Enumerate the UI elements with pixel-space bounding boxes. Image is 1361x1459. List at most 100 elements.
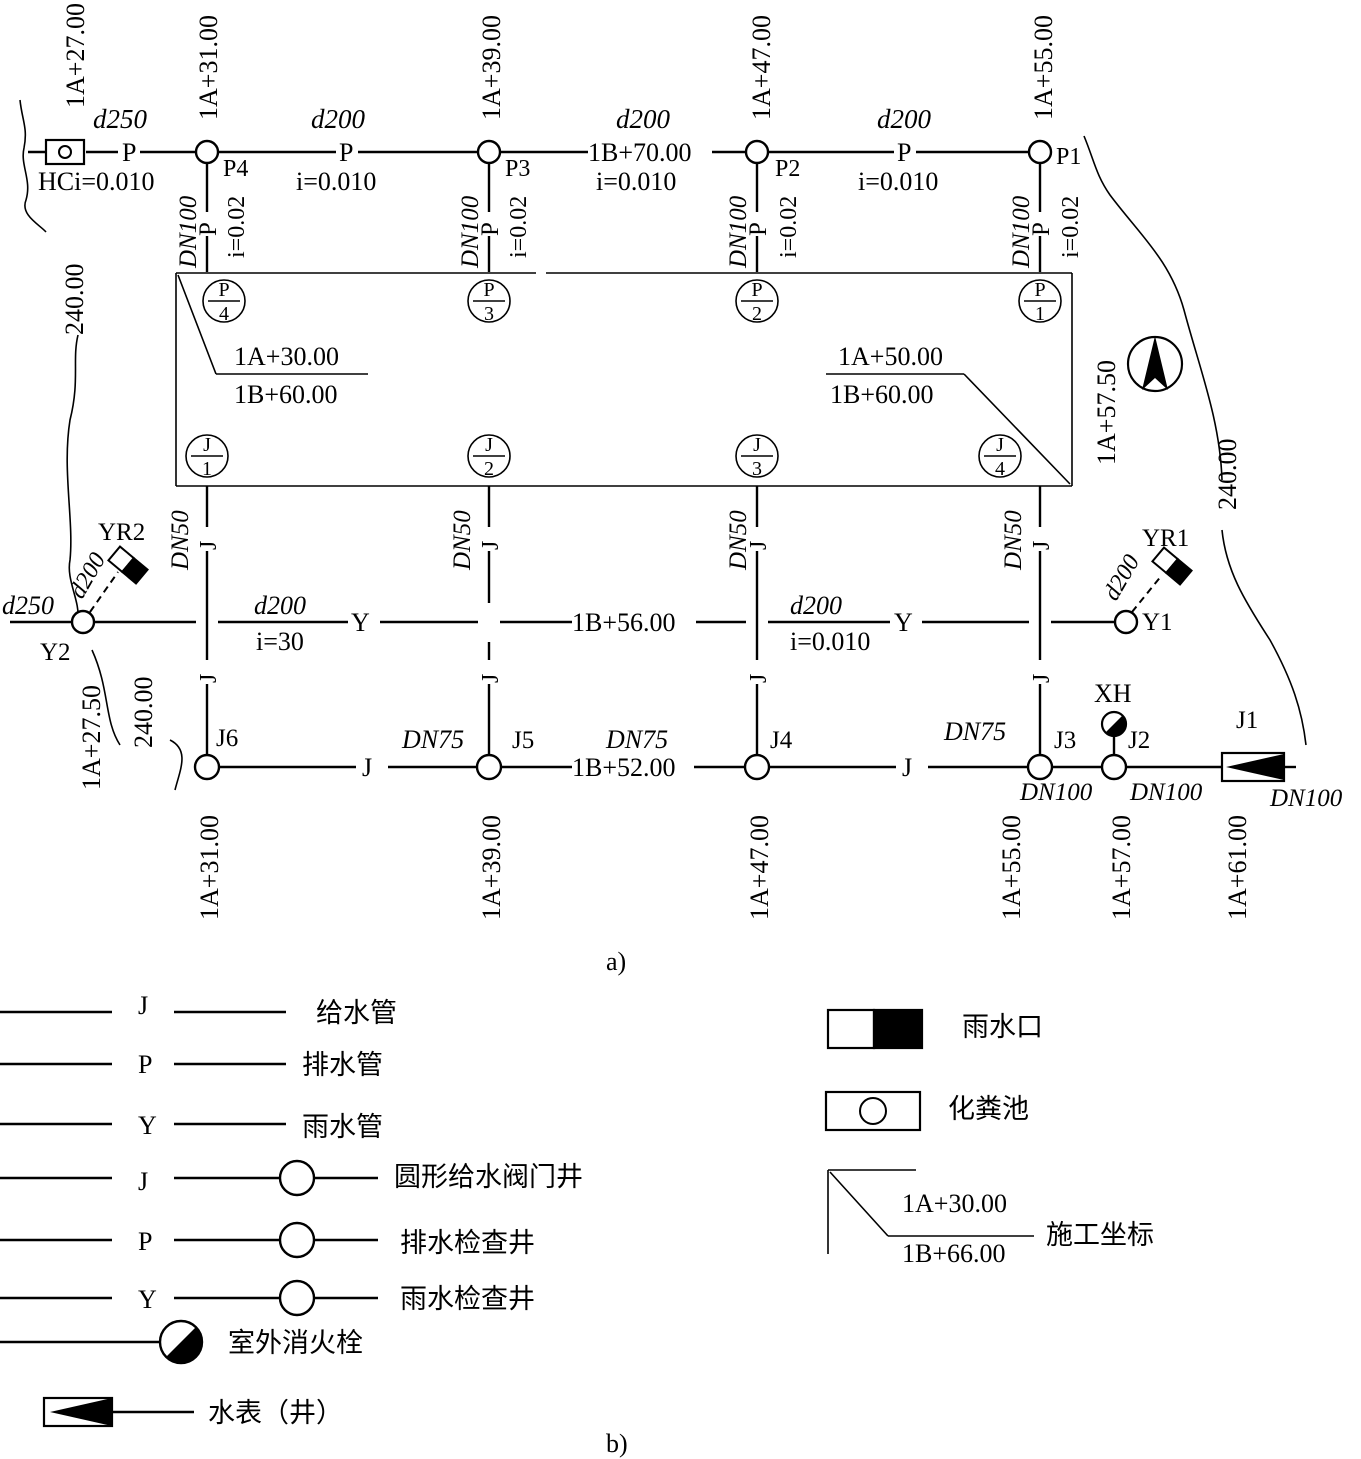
branch-letter: P <box>195 222 222 236</box>
branch-size: DN100 <box>175 195 202 269</box>
svg-text:1B+60.00: 1B+60.00 <box>234 380 338 409</box>
pipe-letter: Y <box>894 608 913 637</box>
inlet-symbol-j4: J 4 <box>978 434 1022 480</box>
branch-letter: J <box>478 674 504 683</box>
station-label: 1A+31.00 <box>195 815 224 920</box>
node-label-j5: J5 <box>512 727 534 754</box>
node-label-j6: J6 <box>216 725 238 752</box>
branch-slope: i=0.02 <box>1058 196 1084 258</box>
svg-text:4: 4 <box>219 303 229 325</box>
svg-text:P: P <box>138 1227 152 1256</box>
svg-text:4: 4 <box>995 458 1005 480</box>
dimension-label: 240.00 <box>129 677 158 749</box>
inlet-symbol-p4: P 4 <box>202 279 246 325</box>
dimension-label: 240.00 <box>60 264 89 336</box>
svg-text:雨水口: 雨水口 <box>962 1012 1043 1043</box>
pipe-letter: P <box>897 138 911 167</box>
svg-text:化粪池: 化粪池 <box>948 1094 1029 1125</box>
station-label: 1A+39.00 <box>477 15 506 120</box>
node-label-p2: P2 <box>775 156 800 182</box>
rain-inlet-yr1 <box>1151 546 1193 586</box>
rain-manhole-y2 <box>70 609 96 635</box>
branch-size: DN100 <box>457 195 484 269</box>
svg-text:Y: Y <box>138 1285 157 1314</box>
inlet-symbol-j3: J 3 <box>735 434 779 480</box>
branch-letter: J <box>196 541 222 550</box>
svg-text:Y: Y <box>138 1111 157 1140</box>
legend-rain-manhole: Y 雨水检查井 <box>0 1279 535 1317</box>
branch-slope: i=0.02 <box>506 196 532 258</box>
node-label-p3: P3 <box>505 156 530 182</box>
slope-label: i=0.010 <box>296 167 376 196</box>
branch-letter: J <box>746 674 772 683</box>
slope-label: i=0.010 <box>790 627 870 656</box>
svg-text:1A+30.00: 1A+30.00 <box>234 342 339 371</box>
pipe-size-label: d200 <box>1099 550 1146 605</box>
svg-text:雨水管: 雨水管 <box>302 1112 383 1143</box>
svg-text:J: J <box>753 434 761 456</box>
building-outline: P 4 P 3 P 2 P 1 J 1 <box>175 272 1121 487</box>
branch-letter: J <box>746 541 772 550</box>
svg-text:P: P <box>751 279 762 301</box>
water-meter-icon <box>1220 751 1286 783</box>
svg-text:1B+66.00: 1B+66.00 <box>902 1239 1006 1268</box>
valve-well-j2 <box>1100 753 1128 781</box>
svg-text:室外消火栓: 室外消火栓 <box>228 1328 363 1359</box>
node-label-p4: P4 <box>223 156 248 182</box>
branch-letter: J <box>196 674 222 683</box>
svg-text:1: 1 <box>1035 303 1045 325</box>
building-station: 1A+57.50 <box>1092 360 1121 465</box>
station-label: 1A+27.50 <box>77 685 106 790</box>
svg-text:J: J <box>138 1167 148 1196</box>
pipe-size-label: d200 <box>311 104 366 134</box>
legend-rain-inlet: 雨水口 <box>826 1008 1043 1050</box>
legend-supply-pipe: J 给水管 <box>0 991 397 1029</box>
svg-text:1A+30.00: 1A+30.00 <box>902 1189 1007 1218</box>
branch-slope: i=0.02 <box>224 196 250 258</box>
svg-text:J: J <box>203 434 211 456</box>
node-label-p1: P1 <box>1056 144 1081 170</box>
pipe-letter: Y <box>351 608 370 637</box>
branch-size: DN50 <box>1000 510 1027 571</box>
pipe-letter: J <box>362 753 372 782</box>
pipe-size-label: DN75 <box>943 717 1006 746</box>
svg-text:J: J <box>138 991 148 1020</box>
legend-septic-tank: 化粪池 <box>824 1090 1029 1132</box>
svg-text:给水管: 给水管 <box>316 998 397 1029</box>
node-label-y2: Y2 <box>40 639 71 666</box>
inlet-symbol-j1: J 1 <box>185 434 229 480</box>
node-label-j1: J1 <box>1236 707 1258 734</box>
branch-letter: J <box>1029 541 1055 550</box>
svg-text:2: 2 <box>752 303 762 325</box>
inlet-symbol-p1: P 1 <box>1018 279 1062 325</box>
pipe-size-label: DN100 <box>1269 785 1343 812</box>
drain-branches: P P P P DN100 DN100 DN100 DN100 i=0.02 i… <box>175 163 1084 272</box>
branch-letter: J <box>478 541 504 550</box>
inlet-symbol-p2: P 2 <box>735 279 779 325</box>
manhole-p2 <box>744 139 770 165</box>
station-label: 1A+47.00 <box>747 15 776 120</box>
branch-size: DN100 <box>725 195 752 269</box>
svg-text:雨水检查井: 雨水检查井 <box>400 1284 535 1315</box>
node-label-j4: J4 <box>770 727 793 754</box>
svg-text:1B+60.00: 1B+60.00 <box>830 380 934 409</box>
valve-well-j3 <box>1026 753 1054 781</box>
branch-slope: i=0.02 <box>776 196 802 258</box>
caption-a: a) <box>606 947 626 976</box>
branch-letter: P <box>745 222 772 236</box>
slope-label: i=0.010 <box>858 167 938 196</box>
manhole-p1 <box>1027 139 1053 165</box>
supply-branches: DN50 DN50 DN50 DN50 J J J J J J J J <box>167 486 1055 757</box>
svg-text:1A+50.00: 1A+50.00 <box>838 342 943 371</box>
pipe-size-label: d200 <box>254 591 306 620</box>
station-label: 1A+27.00 <box>61 3 90 108</box>
site-boundary <box>19 99 1307 791</box>
slope-label: HCi=0.010 <box>38 167 155 196</box>
station-label: 1A+55.00 <box>1029 15 1058 120</box>
branch-size: DN50 <box>725 510 752 571</box>
hydrant-label: XH <box>1094 679 1132 708</box>
node-label-j2: J2 <box>1128 727 1150 754</box>
branch-size: DN50 <box>167 510 194 571</box>
svg-text:J: J <box>996 434 1004 456</box>
